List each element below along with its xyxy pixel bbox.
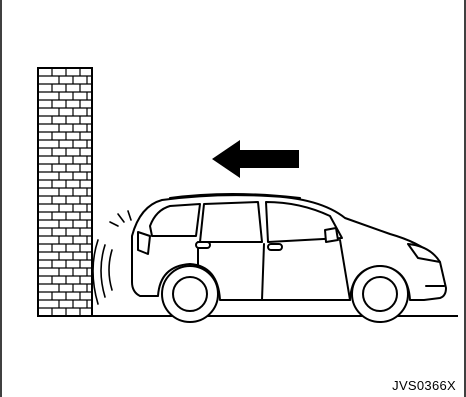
figure-reference-code: JVS0366X bbox=[392, 378, 456, 393]
hatchback-car bbox=[132, 194, 446, 322]
sensor-waves bbox=[93, 211, 131, 304]
brick-wall bbox=[38, 68, 92, 316]
direction-arrow bbox=[212, 140, 299, 178]
